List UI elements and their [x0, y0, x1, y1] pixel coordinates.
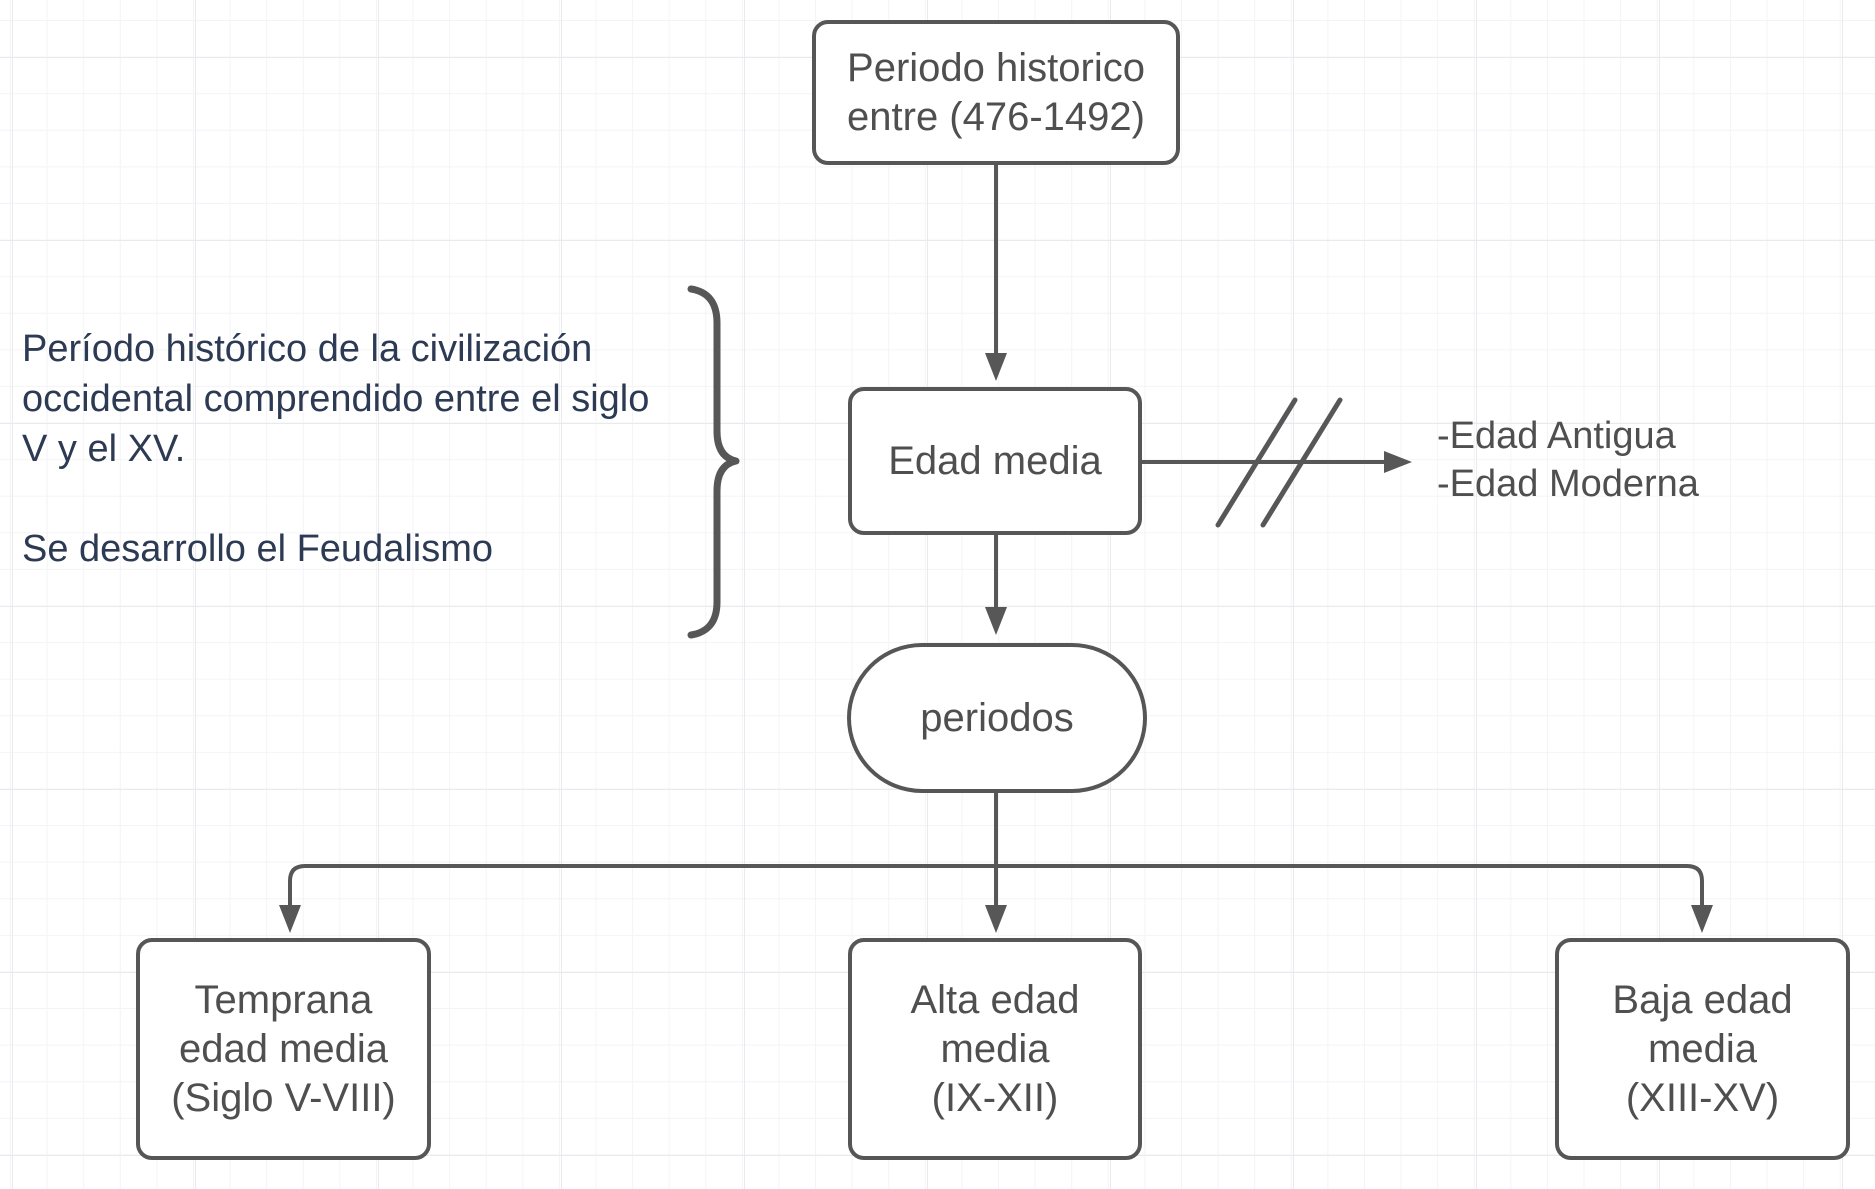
- arrowhead-down-icon: [985, 905, 1007, 933]
- node-periodo-historico-label: Periodo historico entre (476-1492): [847, 45, 1145, 139]
- arrowhead-down-icon: [985, 353, 1007, 381]
- connector-edad-media-to-excluded[interactable]: [1142, 397, 1412, 528]
- curly-brace-shape[interactable]: [687, 285, 740, 639]
- node-baja-edad-media[interactable]: Baja edad media (XIII-XV): [1555, 938, 1850, 1160]
- node-alta-edad-media-label: Alta edad media (IX-XII): [910, 977, 1080, 1120]
- arrowhead-down-icon: [279, 905, 301, 933]
- node-temprana-edad-media[interactable]: Temprana edad media (Siglo V-VIII): [136, 938, 431, 1160]
- arrowhead-right-icon: [1384, 451, 1412, 473]
- node-baja-edad-media-label: Baja edad media (XIII-XV): [1612, 977, 1793, 1120]
- broken-link-slashes-icon: [1215, 397, 1343, 528]
- node-edad-media[interactable]: Edad media: [848, 387, 1142, 535]
- node-periodos[interactable]: periodos: [847, 643, 1147, 793]
- node-periodos-label: periodos: [920, 695, 1074, 740]
- node-periodo-historico[interactable]: Periodo historico entre (476-1492): [812, 20, 1180, 165]
- definition-note[interactable]: Período histórico de la civilización occ…: [22, 328, 650, 570]
- node-temprana-edad-media-label: Temprana edad media (Siglo V-VIII): [171, 977, 396, 1120]
- connector-edad-media-to-periodos[interactable]: [985, 535, 1007, 635]
- connector-periodos-to-children[interactable]: [279, 793, 1713, 933]
- arrowhead-down-icon: [1691, 905, 1713, 933]
- connector-root-to-edad-media[interactable]: [985, 165, 1007, 381]
- excluded-periods-note[interactable]: -Edad Antigua -Edad Moderna: [1437, 415, 1699, 505]
- arrowhead-down-icon: [985, 607, 1007, 635]
- node-edad-media-label: Edad media: [888, 438, 1102, 483]
- node-alta-edad-media[interactable]: Alta edad media (IX-XII): [848, 938, 1142, 1160]
